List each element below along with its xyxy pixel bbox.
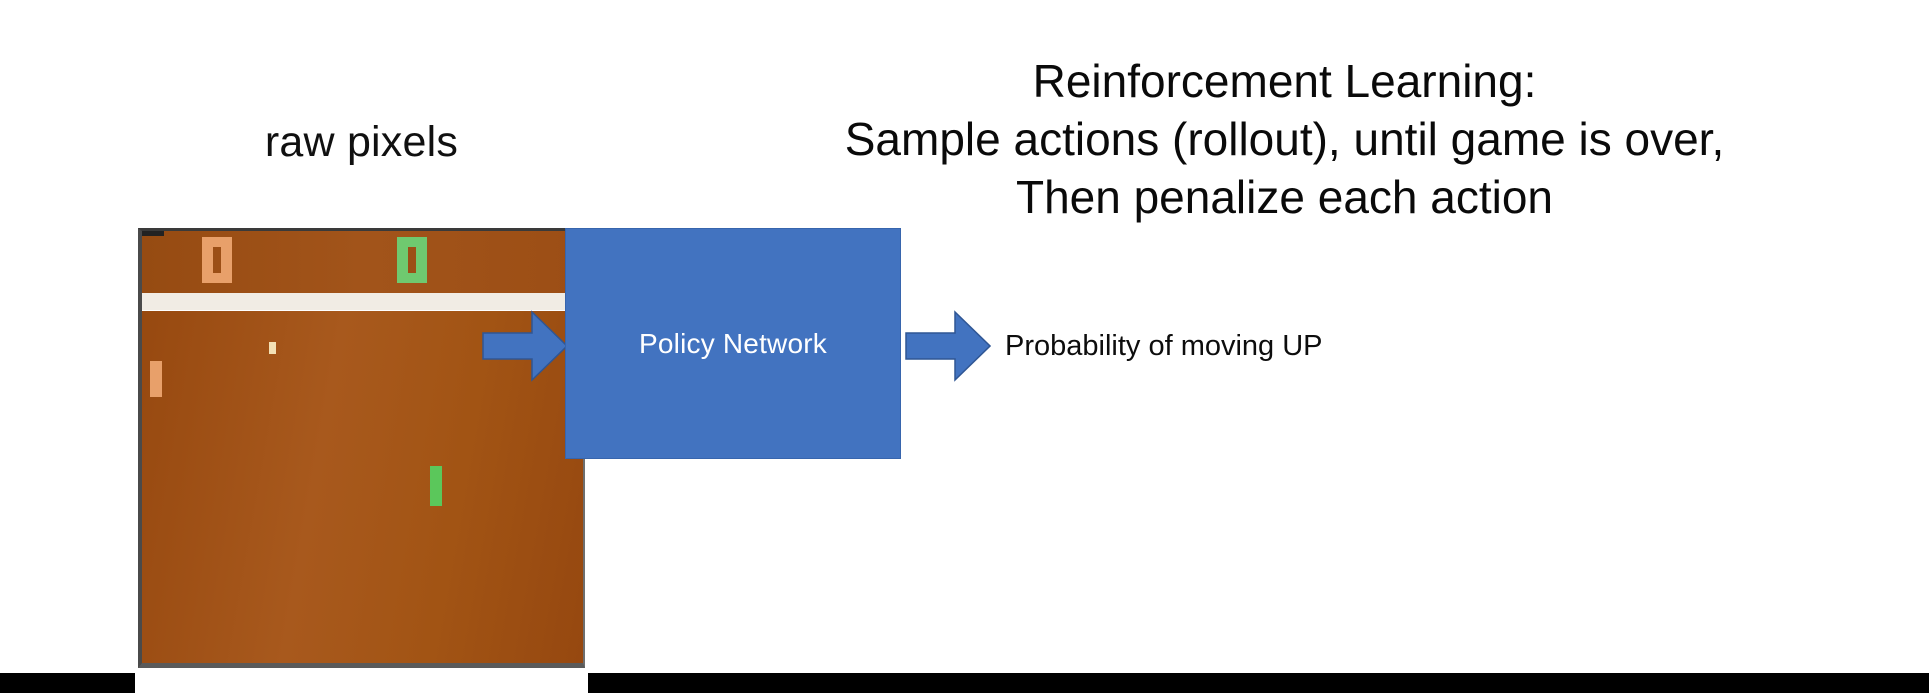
raw-pixels-caption: raw pixels — [264, 118, 459, 166]
bottom-black-bar-left — [0, 673, 135, 693]
screen-corner-marker — [142, 231, 164, 236]
paddle-left-orange — [150, 361, 162, 397]
bottom-black-bar-right — [588, 673, 1929, 693]
arrow-output-icon — [905, 310, 991, 382]
policy-network-box[interactable]: Policy Network — [565, 228, 901, 459]
paddle-right-green — [430, 466, 442, 506]
title-line-2: Sample actions (rollout), until game is … — [844, 113, 1725, 165]
slide-title-block: Reinforcement Learning: Sample actions (… — [640, 52, 1929, 226]
digit-zero-hole — [213, 247, 221, 273]
arrow-input-icon — [482, 310, 568, 382]
title-line-3: Then penalize each action — [1015, 171, 1554, 223]
output-probability-label: Probability of moving UP — [1005, 330, 1323, 362]
title-line-1: Reinforcement Learning: — [1032, 55, 1537, 107]
pong-ball — [269, 342, 276, 354]
policy-network-label: Policy Network — [639, 327, 827, 359]
pong-game-screen — [138, 228, 585, 668]
pong-divider-line — [142, 293, 583, 310]
score-left-player — [202, 237, 232, 283]
digit-zero-hole — [408, 247, 416, 273]
score-right-player — [397, 237, 427, 283]
